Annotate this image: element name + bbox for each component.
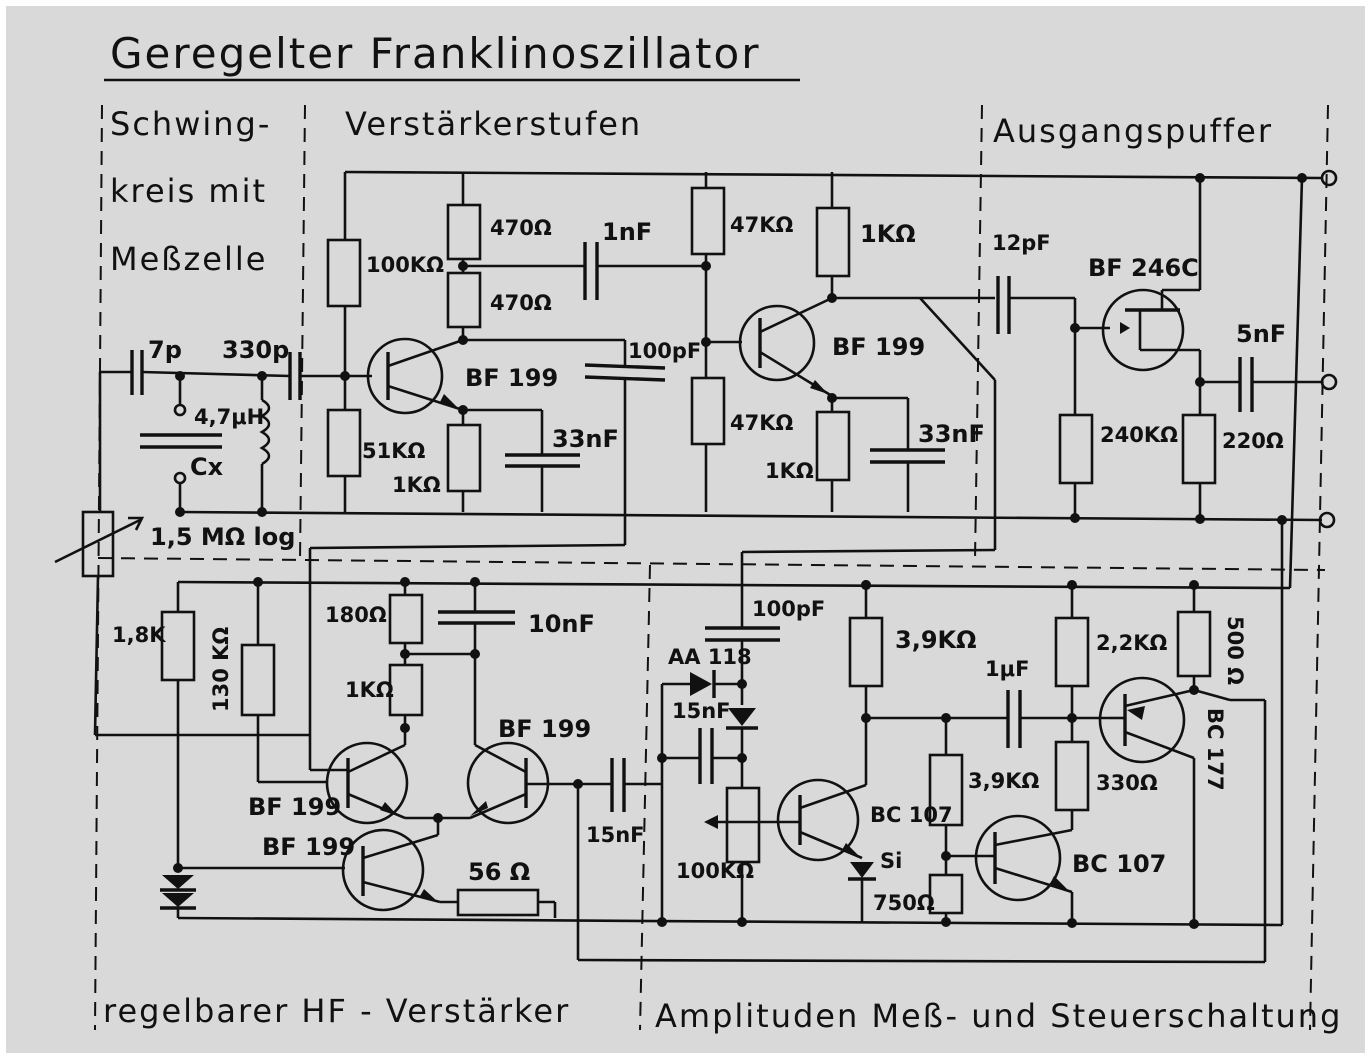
- cap-7p-label: 7p: [148, 336, 182, 364]
- divider-oscillator: [299, 104, 306, 561]
- section-amplitude: Amplituden Meß- und Steuerschaltung: [655, 997, 1342, 1035]
- r-3-9k-a-label: 3,9KΩ: [895, 626, 977, 654]
- rail-lower-supply: [177, 580, 1291, 590]
- d-aa118-label: AA 118: [668, 645, 752, 669]
- supply-rails: [177, 169, 1338, 927]
- c-10nf-label: 10nF: [528, 610, 595, 638]
- r-130k-label: 130 KΩ: [209, 627, 233, 712]
- cap-330p-label: 330p: [222, 336, 289, 364]
- c-15nf-b-label: 15nF: [672, 699, 731, 723]
- r-220-label: 220Ω: [1222, 429, 1284, 453]
- c-5nf-label: 5nF: [1236, 320, 1286, 348]
- r-56-label: 56 Ω: [468, 858, 530, 886]
- pot-1-5m-label: 1,5 MΩ log: [150, 523, 295, 551]
- r-1k-a-label: 1KΩ: [392, 473, 441, 497]
- divider-lower: [639, 564, 651, 1031]
- q1-label: BF 199: [465, 364, 558, 392]
- paper-background: [6, 6, 1365, 1053]
- r-240k-label: 240KΩ: [1100, 423, 1178, 447]
- output-buffer: 12pF 240KΩ BF 246C 220Ω 5nF: [992, 173, 1322, 525]
- r-47k-b-label: 47KΩ: [730, 411, 793, 435]
- r-47k-a-label: 47KΩ: [730, 213, 793, 237]
- ground-rail-upper: [179, 510, 1323, 522]
- section-labels: Schwing- kreis mit Meßzelle Verstärkerst…: [103, 105, 1342, 1035]
- q9-label: BC 177: [1203, 708, 1227, 791]
- r-1k-d-label: 1KΩ: [345, 678, 394, 702]
- transistor-q9: [1098, 676, 1186, 764]
- resonant-circuit: 7p 330p Cx 4,7μH 1,5 MΩ log: [54, 336, 345, 737]
- transistor-q8: [974, 814, 1062, 902]
- r-750-label: 750Ω: [873, 891, 935, 915]
- c-15nf-a-label: 15nF: [586, 823, 645, 847]
- divider-horizontal: [97, 557, 1326, 571]
- c-1nf-label: 1nF: [602, 218, 652, 246]
- transistor-q7: [776, 778, 860, 862]
- r-1k-c-label: 1KΩ: [765, 459, 814, 483]
- section-schwingkreis-line2: kreis mit: [110, 172, 267, 210]
- hf-amplifier: 1,8K 130 KΩ BF 199 180Ω 1KΩ 10: [112, 577, 1267, 964]
- d-si-label: Si: [880, 849, 902, 873]
- resistor-47k-a: [690, 186, 726, 256]
- section-schwingkreis-line1: Schwing-: [110, 105, 271, 143]
- inductor-label: 4,7μH: [194, 405, 264, 429]
- transistor-q3: [1101, 288, 1185, 372]
- r-51k-label: 51KΩ: [362, 439, 425, 463]
- q8-label: BC 107: [1072, 850, 1166, 878]
- r-3-9k-b-label: 3,9KΩ: [968, 769, 1039, 793]
- positive-rail: [344, 170, 1323, 180]
- r-330-label: 330Ω: [1096, 771, 1158, 795]
- r-1k-b-label: 1KΩ: [860, 220, 916, 248]
- q5-label: BF 199: [498, 715, 591, 743]
- resistor-47k-b: [690, 376, 726, 446]
- c-100pf-b-label: 100pF: [752, 597, 825, 621]
- section-verstaerkerstufen: Verstärkerstufen: [345, 105, 642, 143]
- r-470-b-label: 470Ω: [490, 291, 552, 315]
- c-100pf-a-label: 100pF: [628, 339, 701, 363]
- inductor-coil: [259, 398, 271, 466]
- c-1uf-label: 1μF: [985, 657, 1029, 681]
- r-2-2k-label: 2,2KΩ: [1096, 631, 1167, 655]
- divider-buffer: [974, 104, 983, 561]
- q7-label: BC 107: [870, 803, 953, 827]
- r-180-label: 180Ω: [325, 603, 387, 627]
- c-33nf-b-label: 33nF: [918, 420, 985, 448]
- q2-label: BF 199: [832, 333, 925, 361]
- amplitude-control: 100pF AA 118 15nF 100KΩ 3,9KΩ: [657, 580, 1247, 929]
- ground-rail-lower: [177, 916, 1283, 927]
- transistor-q6: [341, 828, 425, 912]
- r-1-8k-label: 1,8K: [112, 623, 166, 647]
- schematic-title: Geregelter Franklinoszillator: [110, 29, 760, 78]
- section-dividers: [94, 104, 1329, 1031]
- q3-label: BF 246C: [1088, 254, 1199, 282]
- section-hf-verstaerker: regelbarer HF - Verstärker: [103, 992, 570, 1030]
- divider-right: [1309, 104, 1329, 1031]
- r-470-a-label: 470Ω: [490, 216, 552, 240]
- terminal-ground: [1318, 511, 1336, 529]
- c-33nf-a-label: 33nF: [552, 425, 619, 453]
- section-ausgangspuffer: Ausgangspuffer: [993, 112, 1273, 150]
- r-500-label: 500 Ω: [1223, 616, 1247, 685]
- stage-1: 100KΩ 51KΩ BF 199 470Ω 470Ω 1nF 1KΩ 33nF: [308, 172, 706, 770]
- transistor-q1: [366, 337, 444, 415]
- stage-2: 47KΩ 47KΩ BF 199 1KΩ 1KΩ 33nF: [690, 172, 997, 628]
- cx-label: Cx: [190, 453, 224, 481]
- transistor-q4: [325, 741, 409, 825]
- title-block: Geregelter Franklinoszillator: [104, 29, 800, 82]
- section-schwingkreis-line3: Meßzelle: [110, 240, 267, 278]
- c-12pf-label: 12pF: [992, 231, 1051, 255]
- pot-100k-label: 100KΩ: [676, 859, 754, 883]
- r-100k-label: 100KΩ: [366, 253, 444, 277]
- q6-label: BF 199: [262, 833, 355, 861]
- divider-left: [94, 104, 103, 1031]
- q4-label: BF 199: [248, 793, 341, 821]
- terminal-supply: [1320, 169, 1338, 187]
- transistor-q2: [738, 304, 816, 382]
